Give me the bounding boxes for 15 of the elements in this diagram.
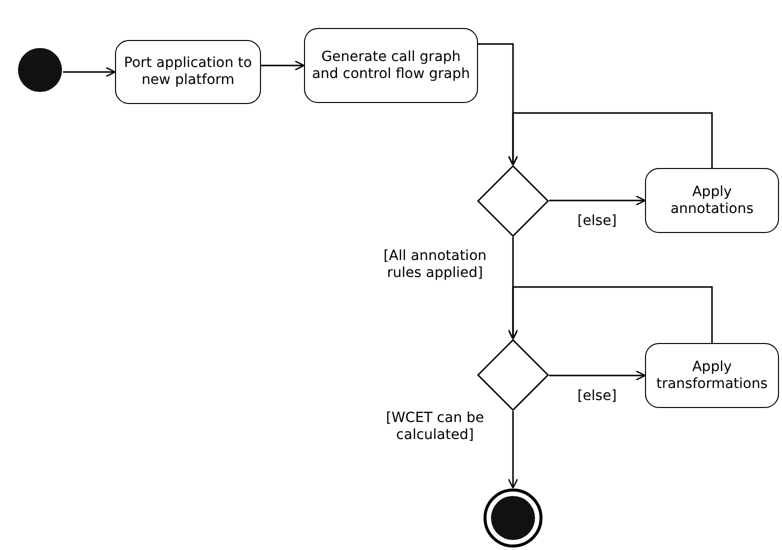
- action-box: Port application to new platform: [115, 40, 261, 104]
- action-box: Apply annotations: [645, 168, 779, 233]
- arrow: [63, 66, 116, 78]
- decision-diamond: [477, 165, 549, 237]
- arrow: [508, 112, 713, 168]
- initial-node: [18, 48, 62, 92]
- action-box: Generate call graph and control flow graph: [304, 28, 478, 103]
- arrow: [508, 286, 713, 343]
- arrow: [508, 411, 518, 489]
- arrow: [261, 60, 305, 71]
- action-box: Apply transformations: [645, 343, 779, 408]
- arrow: [549, 195, 646, 206]
- decision-diamond: [477, 339, 549, 411]
- arrow: [549, 370, 646, 381]
- final-node: [484, 488, 542, 548]
